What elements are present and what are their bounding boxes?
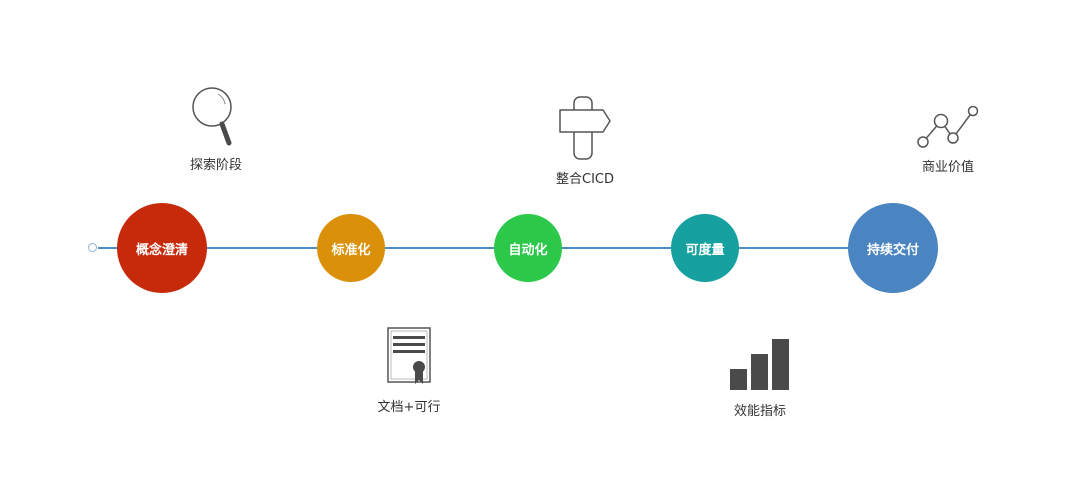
signpost-icon (559, 96, 611, 160)
bar-chart-icon (730, 339, 789, 390)
milestone-label: 效能指标 (733, 404, 786, 419)
milestone-label: 探索阶段 (189, 158, 242, 173)
stage-node-automate: 自动化 (494, 214, 562, 282)
stage-label: 可度量 (685, 242, 725, 258)
stage-node-concept: 概念澄清 (117, 203, 207, 293)
magnifier-icon (192, 87, 232, 146)
milestone-business-value: 商业价值 (878, 104, 1018, 175)
milestone-label: 整合CICD (556, 172, 614, 187)
stage-label: 持续交付 (866, 242, 919, 258)
stage-node-standardize: 标准化 (317, 214, 385, 282)
milestone-exploration: 探索阶段 (146, 86, 286, 173)
stage-node-measurable: 可度量 (671, 214, 739, 282)
milestone-cicd: 整合CICD (515, 96, 655, 187)
stage-label: 概念澄清 (135, 242, 188, 258)
line-chart-icon (917, 105, 979, 148)
timeline-start-dot (88, 243, 97, 252)
milestone-label: 商业价值 (921, 160, 974, 175)
certificate-icon (387, 327, 431, 384)
stage-label: 自动化 (508, 242, 548, 258)
milestone-label: 文档+可行 (377, 400, 441, 415)
milestone-metrics: 效能指标 (690, 336, 830, 419)
milestone-document: 文档+可行 (339, 326, 479, 415)
stage-label: 标准化 (331, 242, 371, 258)
stage-node-continuous-delivery: 持续交付 (848, 203, 938, 293)
